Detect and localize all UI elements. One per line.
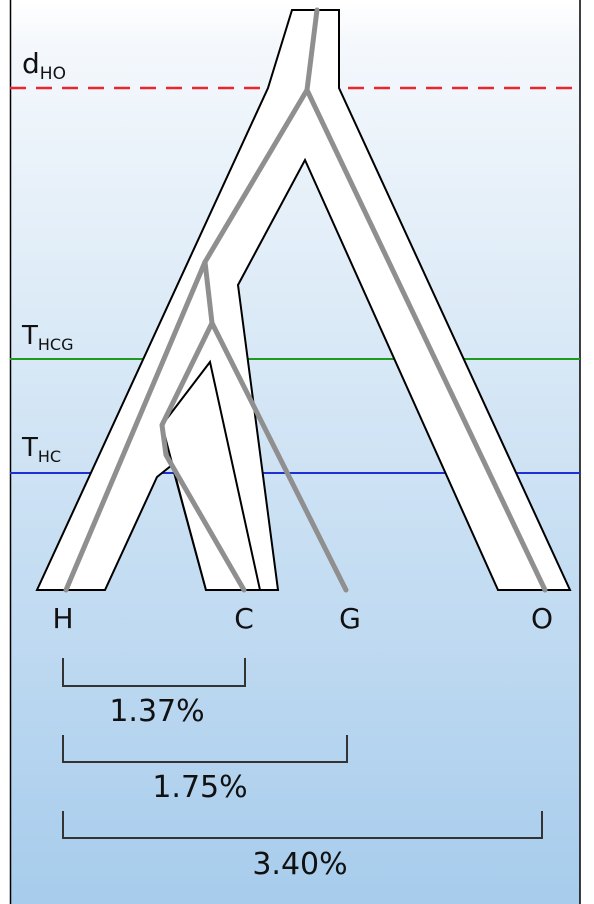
hc-inner-clade-outline — [160, 359, 262, 591]
t-hcg-label: THCG — [21, 321, 74, 354]
gene-lineages — [63, 7, 548, 593]
t-hc-label: THC — [21, 433, 61, 466]
distance-brackets — [62, 658, 543, 839]
distance-h-g-label: 1.75% — [152, 770, 247, 805]
bracket-h-g — [62, 735, 348, 763]
species-label-h: H — [52, 602, 73, 635]
gene-line-c — [159, 320, 247, 593]
bracket-h-c — [62, 658, 246, 687]
distance-h-o-label: 3.40% — [252, 847, 347, 882]
d-ho-label: dHO — [22, 47, 66, 84]
species-tree — [35, 9, 572, 591]
bracket-h-o — [62, 811, 543, 839]
species-label-c: C — [234, 602, 254, 635]
species-label-o: O — [531, 602, 553, 635]
distance-h-c-label: 1.37% — [109, 694, 204, 729]
species-label-g: G — [339, 602, 361, 635]
